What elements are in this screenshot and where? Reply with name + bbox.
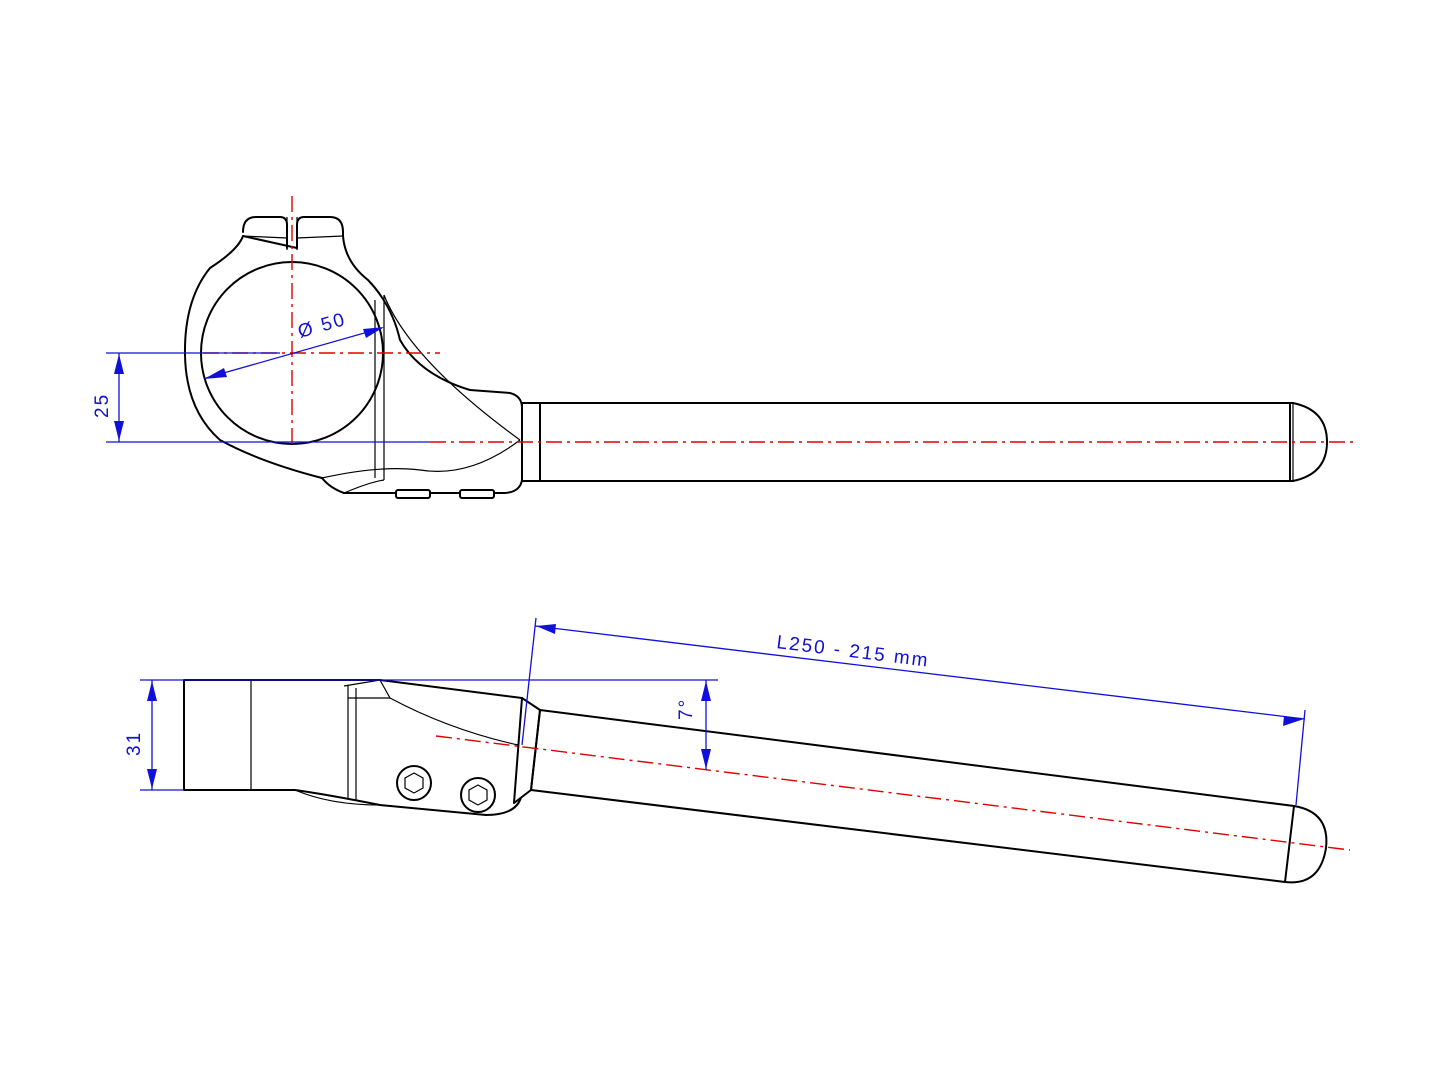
diameter-label: Ø 50 <box>296 309 349 343</box>
body-contour-line-5 <box>343 479 385 494</box>
clamp-contour-line-3 <box>294 789 381 806</box>
side-view: L250 - 215 mm 7° 31 <box>124 617 1351 884</box>
clamp-top-edge-line-2 <box>296 235 344 239</box>
height-label: 31 <box>124 731 145 756</box>
offset-arrow-top <box>114 354 124 374</box>
clamp-contour-line <box>343 679 392 699</box>
clamp-body-outline <box>183 216 523 494</box>
body-contour-line-3 <box>383 294 521 441</box>
length-extension-start <box>521 617 537 746</box>
clamp-block-outline <box>183 679 523 816</box>
bolt-head-bottom <box>395 489 431 499</box>
angle-label: 7° <box>676 698 697 720</box>
body-contour-line-4 <box>321 439 521 479</box>
clamp-top-edge-line <box>242 235 288 239</box>
hex-bolt-2 <box>460 777 496 813</box>
top-view: Ø 50 25 <box>92 196 1358 499</box>
bolt-head-bottom-2 <box>459 489 495 499</box>
diameter-arrow-end <box>363 327 384 338</box>
tilted-bar-end-cap <box>1284 805 1328 884</box>
length-extension-end <box>1295 709 1306 806</box>
tilted-tube-centerline <box>435 735 1351 851</box>
diameter-dimension-line <box>205 327 383 379</box>
angle-arrow-top <box>701 681 711 701</box>
offset-arrow-bottom <box>114 421 124 441</box>
clamp-contour-line-2 <box>389 697 519 746</box>
tilted-handlebar-tube <box>530 709 1295 883</box>
length-arrow-end <box>1283 716 1304 726</box>
tilted-end-cap-line <box>1284 805 1295 883</box>
height-arrow-bottom <box>147 769 157 789</box>
length-label: L250 - 215 mm <box>775 632 930 672</box>
diameter-arrow-start <box>204 368 227 379</box>
angle-arrow-bottom <box>701 749 711 769</box>
length-dimension-line <box>534 625 1306 720</box>
height-arrow-top <box>147 681 157 701</box>
bar-end-cap <box>1289 402 1328 482</box>
length-arrow-start <box>536 624 556 634</box>
offset-label: 25 <box>92 393 113 418</box>
hex-bolt <box>396 765 432 801</box>
